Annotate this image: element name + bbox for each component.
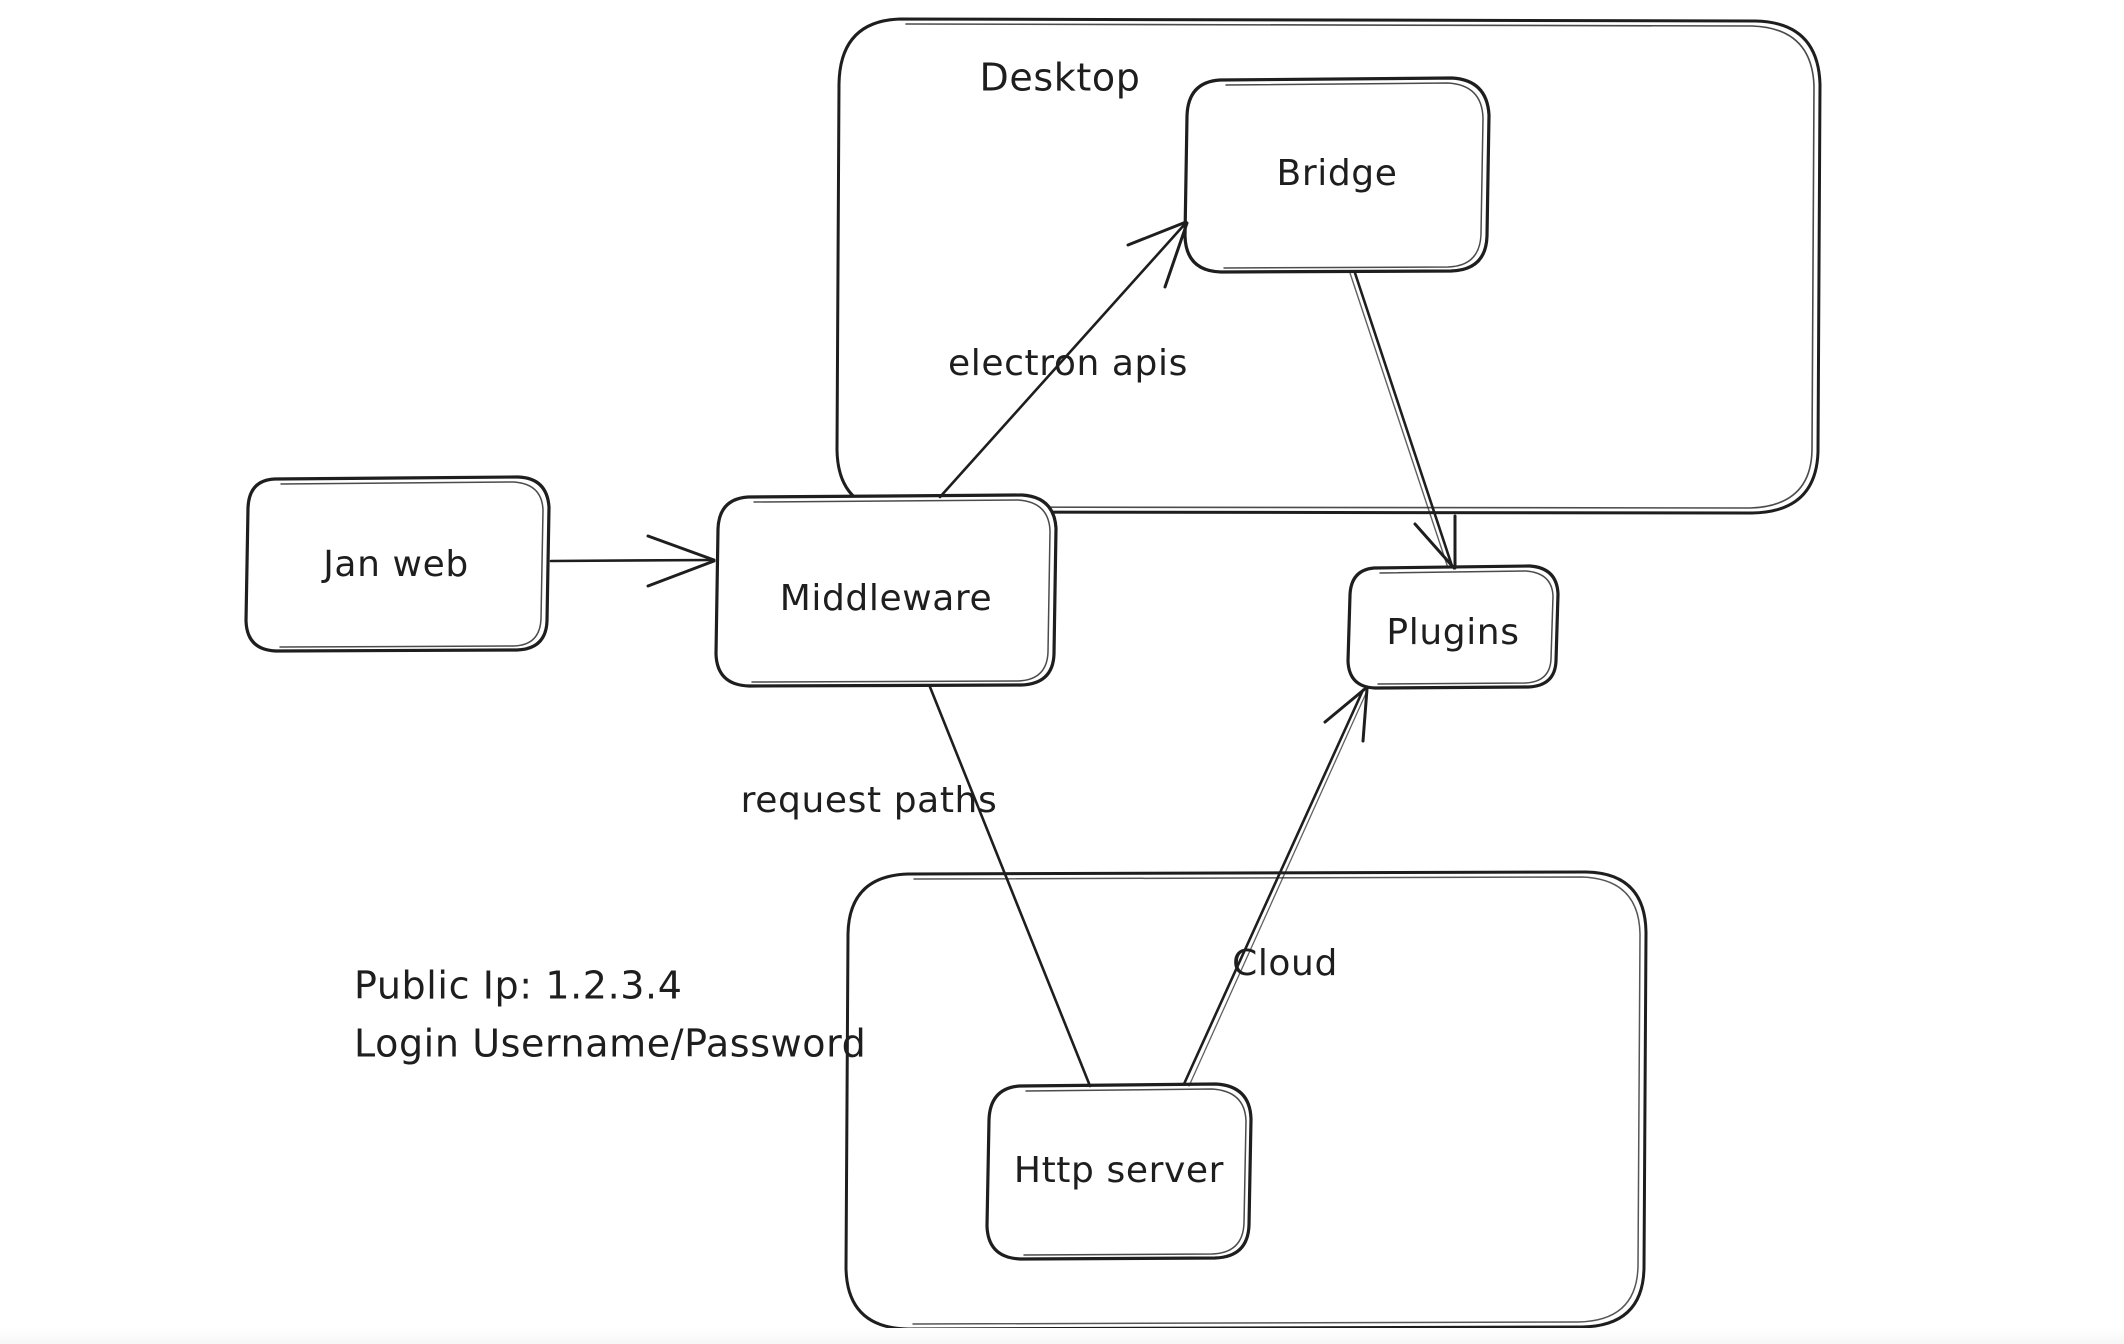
edge-middleware-to-http-server[interactable]: request paths — [741, 685, 1092, 1088]
node-label-plugins: Plugins — [1386, 612, 1519, 653]
node-label-middleware: Middleware — [780, 578, 993, 619]
edge-http-server-to-plugins[interactable]: Cloud — [1182, 686, 1369, 1087]
group-label-desktop: Desktop — [980, 56, 1141, 100]
edge-middleware-to-bridge[interactable]: electron apis — [938, 220, 1189, 499]
edge-jan-web-to-middleware[interactable] — [549, 534, 716, 588]
notes-block: Public Ip: 1.2.3.4 Login Username/Passwo… — [354, 964, 866, 1066]
node-label-jan-web: Jan web — [321, 544, 469, 585]
group-cloud-container[interactable] — [844, 870, 1648, 1331]
edge-label-electron-apis: electron apis — [948, 343, 1188, 384]
node-label-http-server: Http server — [1014, 1150, 1224, 1191]
node-http-server[interactable]: Http server — [985, 1082, 1253, 1261]
edge-bridge-to-plugins[interactable] — [1349, 271, 1457, 570]
node-label-bridge: Bridge — [1277, 153, 1398, 194]
node-plugins[interactable]: Plugins — [1346, 564, 1560, 690]
node-jan-web[interactable]: Jan web — [244, 475, 551, 653]
note-login: Login Username/Password — [354, 1022, 866, 1066]
node-middleware[interactable]: Middleware — [714, 493, 1058, 688]
edge-label-cloud: Cloud — [1232, 943, 1338, 984]
group-desktop[interactable]: Desktop — [835, 17, 1822, 515]
node-bridge[interactable]: Bridge — [1183, 76, 1491, 274]
note-public-ip: Public Ip: 1.2.3.4 — [354, 964, 683, 1008]
bottom-chrome-band — [0, 1328, 2124, 1344]
edge-label-request-paths: request paths — [741, 780, 998, 821]
